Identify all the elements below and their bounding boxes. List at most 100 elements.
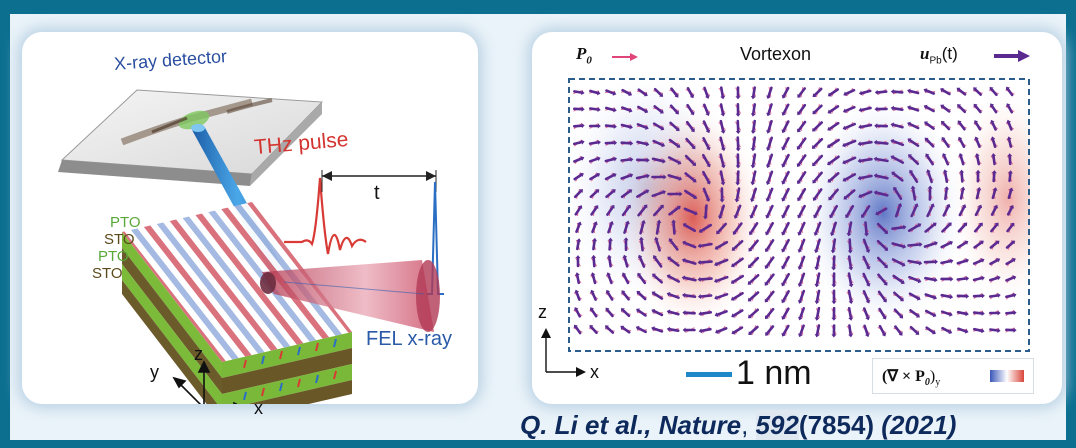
u-displacement-arrowhead — [714, 278, 718, 284]
u-displacement-arrow — [875, 141, 889, 145]
u-displacement-arrow — [606, 308, 614, 318]
u-displacement-arrowhead — [843, 195, 848, 200]
u-displacement-arrow — [592, 239, 596, 251]
u-displacement-arrow — [1008, 171, 1012, 183]
u-displacement-arrowhead — [605, 307, 610, 312]
vortexon-arrows — [573, 86, 1017, 338]
u-displacement-arrowhead — [848, 283, 854, 288]
u-displacement-arrow — [620, 141, 632, 145]
curl-legend-close: ) — [929, 368, 936, 385]
u-displacement-arrow — [908, 138, 920, 147]
u-displacement-arrow — [766, 221, 774, 235]
u-displacement-arrow — [608, 256, 612, 268]
u-displacement-arrowhead — [735, 165, 741, 169]
u-displacement-arrow — [859, 157, 873, 163]
u-displacement-arrowhead — [932, 222, 937, 227]
citation: Q. Li et al., Nature, 592(7854) (2021) — [520, 410, 956, 441]
citation-separator: , — [741, 410, 756, 440]
u-displacement-arrow — [732, 326, 744, 334]
u-displacement-arrowhead — [766, 147, 771, 151]
u-displacement-arrowhead — [747, 297, 752, 302]
u-displacement-arrow — [941, 223, 951, 233]
u-displacement-arrowhead — [873, 173, 878, 179]
u-displacement-arrowhead — [764, 298, 769, 303]
u-displacement-arrow — [700, 311, 712, 315]
u-displacement-arrow — [956, 277, 968, 281]
u-displacement-arrow — [1005, 293, 1015, 299]
u-displacement-arrow — [669, 239, 679, 251]
u-displacement-arrowhead — [865, 333, 870, 338]
u-displacement-arrow — [685, 120, 695, 132]
u-displacement-arrow — [908, 275, 920, 283]
u-displacement-arrow — [843, 139, 857, 147]
axis-x-label: x — [254, 398, 263, 418]
u-displacement-arrowhead — [750, 113, 756, 117]
u-displacement-arrow — [861, 205, 871, 217]
u-displacement-arrowhead — [797, 111, 802, 116]
u-displacement-arrow — [815, 306, 821, 320]
u-displacement-arrowhead — [812, 162, 816, 167]
u-displacement-arrowhead — [797, 283, 803, 287]
u-displacement-arrowhead — [682, 223, 687, 228]
u-displacement-arrow — [637, 205, 647, 217]
u-displacement-arrow — [574, 206, 582, 216]
u-displacement-arrowhead — [961, 204, 967, 209]
u-displacement-arrow — [925, 326, 935, 334]
u-displacement-arrowhead — [990, 136, 996, 140]
u-displacement-arrow — [990, 87, 998, 97]
u-displacement-arrow — [750, 204, 758, 218]
u-displacement-arrow — [590, 206, 598, 216]
u-displacement-arrowhead — [748, 264, 752, 269]
u-displacement-arrowhead — [765, 315, 769, 320]
u-displacement-arrowhead — [698, 228, 703, 233]
u-displacement-arrow — [959, 188, 965, 200]
u-displacement-arrowhead — [682, 327, 686, 333]
u-displacement-arrow — [907, 259, 921, 265]
u-displacement-arrow — [684, 223, 696, 233]
u-displacement-arrow — [668, 310, 680, 316]
u-displacement-arrowhead — [842, 108, 847, 114]
u-displacement-arrowhead — [576, 238, 582, 242]
u-displacement-arrowhead — [798, 316, 803, 321]
u-displacement-arrow — [668, 275, 680, 283]
u-displacement-arrowhead — [719, 199, 725, 203]
u-displacement-arrow — [715, 275, 729, 283]
u-displacement-arrowhead — [884, 230, 888, 234]
curl-legend-label: (∇ × P0)y — [882, 366, 940, 388]
u-displacement-arrowhead — [730, 296, 735, 301]
p0-legend-sub: 0 — [586, 54, 592, 67]
u-displacement-arrowhead — [919, 242, 923, 247]
u-displacement-arrowhead — [812, 110, 817, 115]
u-displacement-arrowhead — [705, 95, 710, 99]
u-displacement-arrow — [782, 204, 790, 218]
u-displacement-arrowhead — [611, 189, 616, 194]
u-displacement-arrowhead — [662, 158, 666, 164]
u-displacement-arrowhead — [735, 182, 741, 186]
u-displacement-arrowhead — [858, 124, 862, 130]
u-displacement-arrow — [735, 187, 741, 201]
u-displacement-arrowhead — [873, 156, 877, 162]
u-displacement-arrowhead — [764, 248, 770, 253]
u-displacement-arrow — [797, 171, 807, 183]
u-displacement-arrow — [623, 222, 629, 234]
u-displacement-arrow — [973, 88, 983, 96]
u-displacement-arrowhead — [765, 164, 771, 169]
u-displacement-arrow — [588, 157, 600, 163]
u-displacement-arrowhead — [884, 264, 888, 269]
u-displacement-arrowhead — [765, 181, 771, 185]
u-displacement-arrowhead — [690, 128, 695, 133]
u-displacement-arrowhead — [941, 153, 947, 157]
u-displacement-arrow — [941, 88, 951, 96]
u-displacement-arrow — [957, 327, 967, 333]
u-displacement-arrowhead — [797, 231, 802, 236]
u-displacement-arrowhead — [925, 153, 930, 158]
u-displacement-arrow — [1006, 104, 1014, 114]
u-displacement-arrow — [974, 121, 982, 131]
u-displacement-arrow — [891, 139, 905, 147]
u-displacement-arrowhead — [682, 240, 686, 246]
u-displacement-arrowhead — [733, 215, 739, 219]
u-displacement-arrow — [876, 90, 888, 94]
u-displacement-arrowhead — [625, 220, 630, 225]
u-displacement-arrow — [606, 206, 614, 216]
u-displacement-arrowhead — [842, 142, 846, 148]
